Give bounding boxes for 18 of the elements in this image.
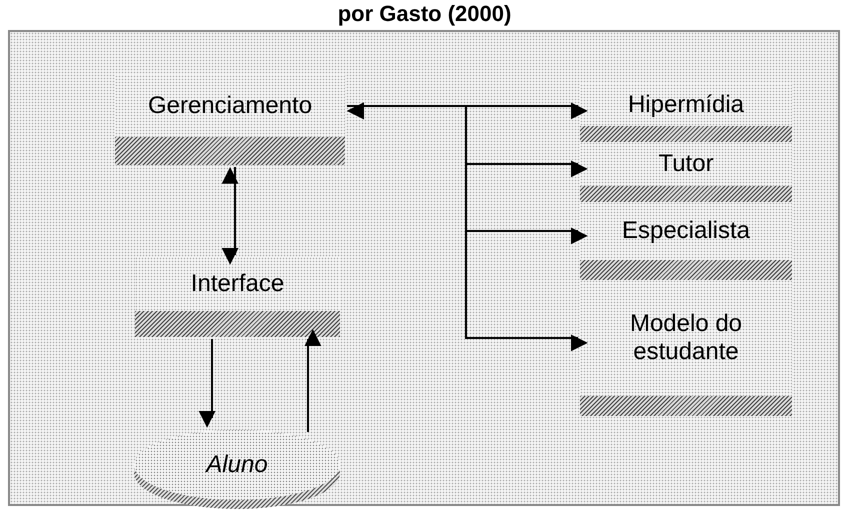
module-box bbox=[115, 75, 345, 165]
module-box bbox=[135, 257, 340, 337]
arrow bbox=[222, 167, 238, 265]
node-label: Gerenciamento bbox=[148, 92, 312, 120]
node-label: Aluno bbox=[206, 450, 268, 480]
node-label: Hipermídia bbox=[628, 91, 744, 119]
arrow bbox=[198, 339, 216, 428]
module-box bbox=[580, 142, 792, 202]
arrow bbox=[347, 102, 588, 352]
node-label: Tutor bbox=[658, 150, 714, 178]
module-box bbox=[580, 202, 792, 280]
node-label: Modelo do estudante bbox=[628, 310, 744, 366]
diagram-title: por Gasto (2000) bbox=[336, 2, 512, 26]
module-box bbox=[580, 84, 792, 142]
node-label: Interface bbox=[190, 270, 284, 298]
node-label: Especialista bbox=[622, 217, 750, 245]
arrow bbox=[304, 329, 322, 432]
module-box bbox=[580, 280, 792, 416]
